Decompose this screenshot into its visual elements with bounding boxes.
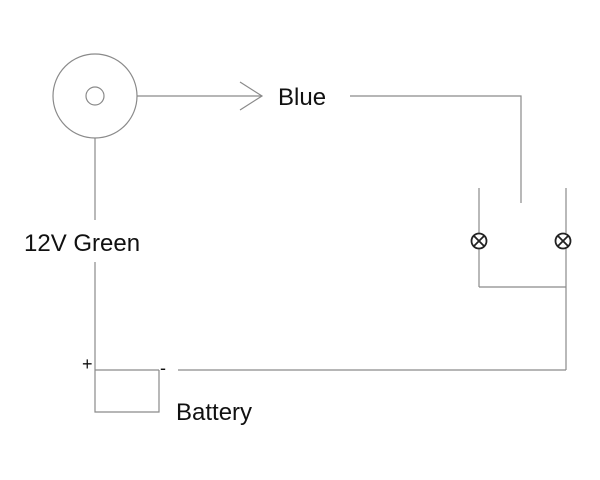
battery-positive-sign: + <box>82 354 93 374</box>
green-wire-label: 12V Green <box>24 230 140 257</box>
arrow-head-icon <box>239 81 264 111</box>
lamp-right-icon <box>554 232 572 250</box>
blue-wire-to-bracket <box>350 95 522 203</box>
blue-wire <box>137 81 522 203</box>
lamp-bracket <box>470 188 572 370</box>
switch-inner-circle <box>85 86 105 106</box>
battery-component <box>94 369 160 413</box>
switch-outer-circle <box>52 53 138 139</box>
blue-wire-label: Blue <box>278 84 326 111</box>
battery-negative-sign: - <box>160 358 166 378</box>
switch-component <box>52 53 138 139</box>
lamp-left-icon <box>470 232 488 250</box>
battery-label: Battery <box>176 399 252 426</box>
battery-body <box>94 370 160 413</box>
